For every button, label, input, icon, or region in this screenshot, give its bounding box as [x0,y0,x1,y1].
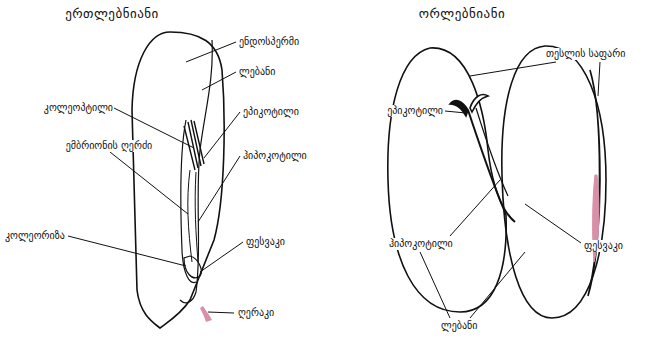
part-label: ეპიკოტილი [386,105,444,117]
part-label: ჰიპოკოტილი [388,238,454,250]
part-label: ღერაკი [237,307,275,319]
part-label: თესლის საფარი [545,48,626,60]
part-label: ლებანი [440,320,478,332]
seed-type-heading: ერთლებნიანი [64,6,160,21]
part-label: ემბრიონის ღერძი [62,140,156,152]
part-label: კოლეორიზა [4,230,66,242]
leader-lines [68,42,600,318]
part-label: ფესვაკი [245,236,286,248]
part-label: ლებანი [238,66,276,78]
seed-type-heading: ორლებნიანი [418,6,506,21]
part-label: კოლეოპტილი [43,102,114,114]
pink-mark [200,306,212,322]
part-label: ფესვაკი [583,240,624,252]
part-label: ჰიპოკოტილი [242,150,308,162]
part-label: ენდოსპერმი [238,36,300,48]
dicot-seed [388,46,606,318]
part-label: ეპიკოტილი [242,106,300,118]
